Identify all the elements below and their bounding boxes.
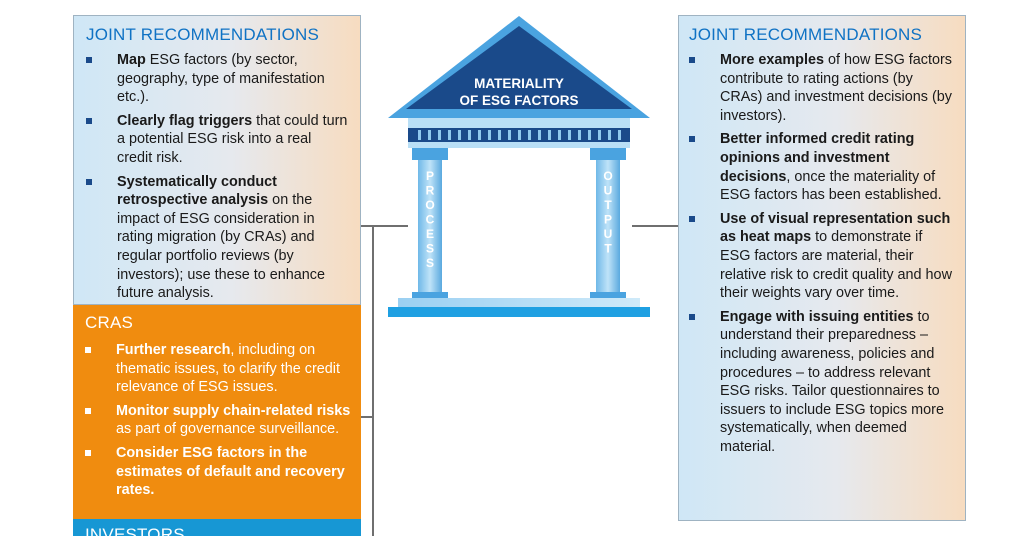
item-bold-text: Use of visual representation such as hea… <box>720 210 951 246</box>
item-bold-text: Engage with issuing entities <box>720 308 914 325</box>
list-item: Monitor supply chain-related risks as pa… <box>85 402 351 439</box>
item-text: ESG factors (by sector, geography, type … <box>117 52 325 106</box>
temple-frieze-top <box>408 118 630 128</box>
column-label-letter: R <box>426 184 435 198</box>
list-item: Clearly flag triggers that could turn a … <box>86 112 350 168</box>
square-bullet-icon <box>689 313 695 320</box>
list-item: Use of visual representation such as hea… <box>689 210 955 303</box>
item-text: , including on thematic issues, to clari… <box>116 342 340 396</box>
square-bullet-icon <box>86 57 92 63</box>
column-label-letter: C <box>426 213 435 227</box>
column-label-letter: S <box>426 256 434 270</box>
temple-roof-inner <box>406 26 632 109</box>
temple-step-top <box>398 298 640 307</box>
item-text: , once the materiality of ESG factors ha… <box>720 168 942 204</box>
item-bold-text: Clearly flag triggers <box>117 112 253 129</box>
square-bullet-icon <box>689 215 695 222</box>
temple-step-bottom <box>388 307 650 317</box>
list-item: Map ESG factors (by sector, geography, t… <box>86 51 350 107</box>
left-joint-recommendations-panel: JOINT RECOMMENDATIONS Map ESG factors (b… <box>73 15 361 305</box>
square-bullet-icon <box>86 117 92 124</box>
temple-architrave <box>408 142 630 148</box>
item-text: as part of governance surveillance. <box>116 421 340 438</box>
square-bullet-icon <box>689 57 695 63</box>
investors-heading: INVESTORS <box>85 525 185 536</box>
temple-frieze-ticks <box>418 130 621 140</box>
cras-heading: CRAS <box>85 313 134 332</box>
list-item: Systematically conduct retrospective ana… <box>86 173 350 303</box>
left-joint-recommendations-list: Map ESG factors (by sector, geography, t… <box>86 51 350 303</box>
item-bold-text: Map <box>117 52 146 68</box>
square-bullet-icon <box>85 407 91 414</box>
column-label-letter: T <box>604 198 612 212</box>
item-bold-text: Monitor supply chain-related risks <box>116 402 351 419</box>
column-label-letter: O <box>603 169 612 183</box>
right-joint-recommendations-heading: JOINT RECOMMENDATIONS <box>689 25 923 44</box>
square-bullet-icon <box>85 347 91 353</box>
column-label-letter: T <box>604 242 612 256</box>
right-joint-recommendations-list: More examples of how ESG factors contrib… <box>689 51 955 456</box>
item-text: of how ESG factors contribute to rating … <box>720 52 952 124</box>
left-connector-horizontal-top <box>361 225 408 227</box>
right-column-base <box>590 292 626 298</box>
square-bullet-icon <box>86 178 92 185</box>
right-column-shaft <box>596 160 620 292</box>
list-item: Consider ESG factors in the estimates of… <box>85 444 351 500</box>
right-column-capital <box>590 148 626 160</box>
column-label-letter: U <box>604 227 613 241</box>
item-bold-text: Consider ESG factors in the estimates of… <box>116 444 345 499</box>
item-text: to demonstrate if ESG factors are materi… <box>720 229 952 302</box>
temple-title-line2: OF ESG FACTORS <box>459 93 578 108</box>
investors-panel: INVESTORS <box>73 519 361 536</box>
square-bullet-icon <box>85 449 91 456</box>
list-item: More examples of how ESG factors contrib… <box>689 51 955 125</box>
left-column-shaft <box>418 160 442 292</box>
list-item: Better informed credit rating opinions a… <box>689 130 955 204</box>
list-item: Engage with issuing entities to understa… <box>689 308 955 457</box>
cras-panel: CRAS Further research, including on them… <box>73 305 361 519</box>
item-text: on the impact of ESG consideration in ra… <box>117 192 325 302</box>
right-joint-recommendations-panel: JOINT RECOMMENDATIONS More examples of h… <box>678 15 966 521</box>
list-item: Further research, including on thematic … <box>85 341 351 397</box>
temple-title-line1: MATERIALITY <box>474 76 564 91</box>
item-bold-text: Systematically conduct retrospective ana… <box>117 173 277 209</box>
left-column-base <box>412 292 448 298</box>
square-bullet-icon <box>689 136 695 143</box>
column-label-letter: P <box>604 213 612 227</box>
left-connector-horizontal-mid <box>361 416 374 418</box>
left-joint-recommendations-heading: JOINT RECOMMENDATIONS <box>86 25 320 44</box>
item-bold-text: Better informed credit rating opinions a… <box>720 131 915 185</box>
column-label-letter: U <box>604 184 613 198</box>
column-label-letter: S <box>426 242 434 256</box>
item-bold-text: More examples <box>720 52 824 68</box>
item-text: that could turn a potential ESG risk int… <box>117 112 348 166</box>
right-connector-horizontal <box>632 225 679 227</box>
cras-list: Further research, including on thematic … <box>85 341 351 500</box>
left-column-capital <box>412 148 448 160</box>
item-bold-text: Further research <box>116 342 231 358</box>
column-label-letter: P <box>426 169 434 183</box>
column-label-letter: E <box>426 227 434 241</box>
item-text: to understand their preparedness – inclu… <box>720 308 944 455</box>
left-connector-vertical <box>372 226 374 536</box>
column-label-letter: O <box>425 198 434 212</box>
